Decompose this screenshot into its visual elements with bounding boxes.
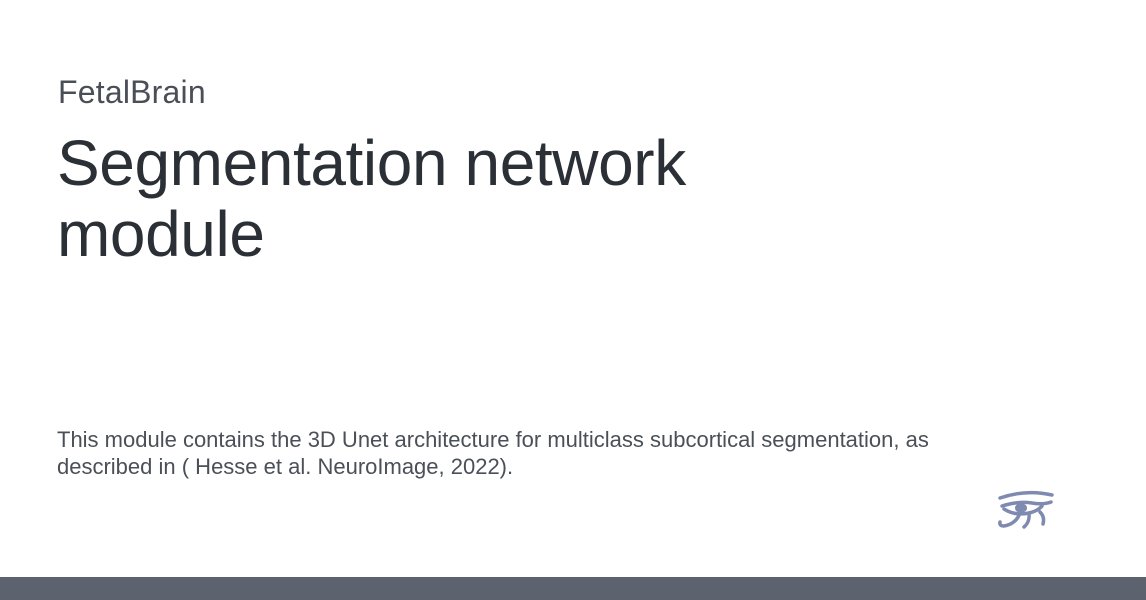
footer-bar (0, 577, 1146, 600)
page-title: Segmentation network module (57, 127, 686, 270)
module-description: This module contains the 3D Unet archite… (57, 427, 929, 479)
project-name: FetalBrain (58, 74, 206, 110)
eye-of-horus-icon (996, 489, 1056, 533)
